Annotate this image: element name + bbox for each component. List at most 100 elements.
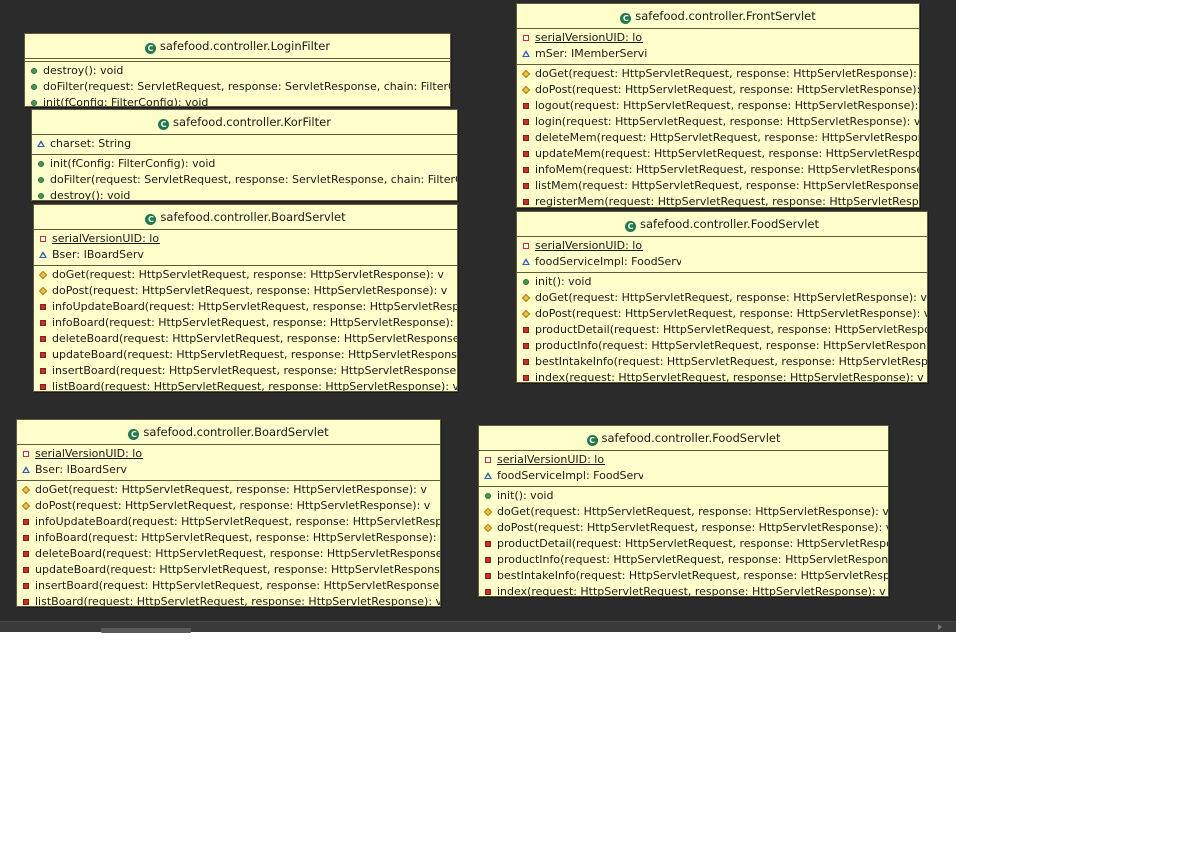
method-row[interactable]: updateBoard(request: HttpServletRequest,… xyxy=(34,347,457,363)
horizontal-scrollbar[interactable] xyxy=(0,621,956,633)
package-field-icon xyxy=(22,466,30,473)
method-row[interactable]: infoUpdateBoard(request: HttpServletRequ… xyxy=(17,514,440,530)
method-row[interactable]: index(request: HttpServletRequest, respo… xyxy=(517,370,927,382)
method-row[interactable]: doGet(request: HttpServletRequest, respo… xyxy=(34,267,457,283)
member-text: serialVersionUID: long xyxy=(35,447,143,460)
member-text: infoUpdateBoard(request: HttpServletRequ… xyxy=(35,515,440,528)
method-row[interactable]: doPost(request: HttpServletRequest, resp… xyxy=(517,306,927,322)
private-field-icon xyxy=(523,243,529,249)
field-row[interactable]: charset: String xyxy=(32,136,457,152)
member-text: foodServiceImpl: FoodService xyxy=(497,469,643,482)
method-row[interactable]: index(request: HttpServletRequest, respo… xyxy=(479,584,888,596)
member-text: registerMem(request: HttpServletRequest,… xyxy=(535,195,919,208)
attributes-section: charset: String xyxy=(32,135,457,155)
private-method-icon xyxy=(40,352,46,358)
method-row[interactable]: listBoard(request: HttpServletRequest, r… xyxy=(34,379,457,392)
method-row[interactable]: doGet(request: HttpServletRequest, respo… xyxy=(17,482,440,498)
public-method-icon xyxy=(31,84,37,90)
field-row[interactable]: serialVersionUID: long xyxy=(479,452,888,468)
method-row[interactable]: doFilter(request: ServletRequest, respon… xyxy=(25,79,450,95)
method-row[interactable]: doPost(request: HttpServletRequest, resp… xyxy=(34,283,457,299)
method-row[interactable]: insertBoard(request: HttpServletRequest,… xyxy=(17,578,440,594)
field-row[interactable]: foodServiceImpl: FoodService xyxy=(517,254,927,270)
class-title: safefood.controller.FoodServlet xyxy=(640,217,819,231)
method-row[interactable]: listBoard(request: HttpServletRequest, r… xyxy=(17,594,440,606)
method-row[interactable]: doGet(request: HttpServletRequest, respo… xyxy=(517,290,927,306)
method-row[interactable]: bestIntakeInfo(request: HttpServletReque… xyxy=(479,568,888,584)
method-row[interactable]: doFilter(request: ServletRequest, respon… xyxy=(32,172,457,188)
method-row[interactable]: init(fConfig: FilterConfig): void xyxy=(25,95,450,107)
method-row[interactable]: registerMem(request: HttpServletRequest,… xyxy=(517,194,919,208)
method-row[interactable]: doPost(request: HttpServletRequest, resp… xyxy=(517,82,919,98)
scroll-right-arrow-icon[interactable] xyxy=(938,624,942,630)
method-row[interactable]: init(): void xyxy=(517,274,927,290)
field-row[interactable]: mSer: IMemberService xyxy=(517,46,919,62)
field-row[interactable]: serialVersionUID: long xyxy=(17,446,440,462)
field-row[interactable]: serialVersionUID: long xyxy=(517,238,927,254)
method-row[interactable]: listMem(request: HttpServletRequest, res… xyxy=(517,178,919,194)
method-row[interactable]: insertBoard(request: HttpServletRequest,… xyxy=(34,363,457,379)
method-row[interactable]: infoUpdateBoard(request: HttpServletRequ… xyxy=(34,299,457,315)
method-row[interactable]: login(request: HttpServletRequest, respo… xyxy=(517,114,919,130)
protected-method-icon xyxy=(521,85,531,95)
method-row[interactable]: updateMem(request: HttpServletRequest, r… xyxy=(517,146,919,162)
method-row[interactable]: doGet(request: HttpServletRequest, respo… xyxy=(517,66,919,82)
scrollbar-thumb[interactable] xyxy=(101,628,191,633)
protected-method-icon xyxy=(521,69,531,79)
method-row[interactable]: deleteBoard(request: HttpServletRequest,… xyxy=(34,331,457,347)
private-method-icon xyxy=(523,103,529,109)
field-row[interactable]: serialVersionUID: long xyxy=(34,231,457,247)
field-row[interactable]: Bser: IBoardService xyxy=(34,247,457,263)
method-row[interactable]: deleteBoard(request: HttpServletRequest,… xyxy=(17,546,440,562)
method-row[interactable]: bestIntakeInfo(request: HttpServletReque… xyxy=(517,354,927,370)
protected-method-icon xyxy=(483,507,493,517)
method-row[interactable]: productInfo(request: HttpServletRequest,… xyxy=(479,552,888,568)
member-text: infoUpdateBoard(request: HttpServletRequ… xyxy=(52,300,457,313)
methods-section: doGet(request: HttpServletRequest, respo… xyxy=(34,266,457,392)
method-row[interactable]: updateBoard(request: HttpServletRequest,… xyxy=(17,562,440,578)
method-row[interactable]: infoBoard(request: HttpServletRequest, r… xyxy=(34,315,457,331)
method-row[interactable]: doPost(request: HttpServletRequest, resp… xyxy=(479,520,888,536)
package-field-icon xyxy=(484,472,492,479)
package-field-icon xyxy=(522,50,530,57)
field-row[interactable]: serialVersionUID: long xyxy=(517,30,919,46)
private-method-icon xyxy=(485,541,491,547)
method-row[interactable]: destroy(): void xyxy=(32,188,457,200)
method-row[interactable]: doPost(request: HttpServletRequest, resp… xyxy=(17,498,440,514)
attributes-section xyxy=(25,59,450,62)
field-row[interactable]: Bser: IBoardService xyxy=(17,462,440,478)
public-method-icon xyxy=(31,100,37,106)
method-row[interactable]: infoMem(request: HttpServletRequest, res… xyxy=(517,162,919,178)
method-row[interactable]: init(): void xyxy=(479,488,888,504)
member-text: listBoard(request: HttpServletRequest, r… xyxy=(52,380,457,392)
method-row[interactable]: doGet(request: HttpServletRequest, respo… xyxy=(479,504,888,520)
method-row[interactable]: deleteMem(request: HttpServletRequest, r… xyxy=(517,130,919,146)
method-row[interactable]: productInfo(request: HttpServletRequest,… xyxy=(517,338,927,354)
private-method-icon xyxy=(40,304,46,310)
attributes-section: serialVersionUID: long foodServiceImpl: … xyxy=(479,451,888,487)
private-method-icon xyxy=(40,336,46,342)
method-row[interactable]: infoBoard(request: HttpServletRequest, r… xyxy=(17,530,440,546)
member-text: init(fConfig: FilterConfig): void xyxy=(43,96,209,107)
method-row[interactable]: destroy(): void xyxy=(25,63,450,79)
member-text: infoMem(request: HttpServletRequest, res… xyxy=(535,163,919,176)
package-field-icon xyxy=(37,140,45,147)
method-row[interactable]: productDetail(request: HttpServletReques… xyxy=(517,322,927,338)
field-row[interactable]: foodServiceImpl: FoodService xyxy=(479,468,888,484)
method-row[interactable]: productDetail(request: HttpServletReques… xyxy=(479,536,888,552)
method-row[interactable]: logout(request: HttpServletRequest, resp… xyxy=(517,98,919,114)
package-field-icon xyxy=(39,251,47,258)
public-method-icon xyxy=(38,177,44,183)
method-row[interactable]: init(fConfig: FilterConfig): void xyxy=(32,156,457,172)
member-text: login(request: HttpServletRequest, respo… xyxy=(535,115,919,128)
member-text: serialVersionUID: long xyxy=(535,239,643,252)
